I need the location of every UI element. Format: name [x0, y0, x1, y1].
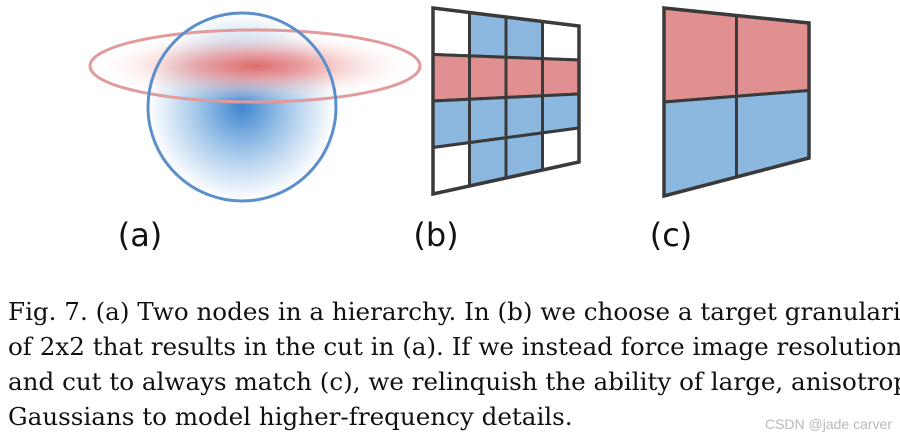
grid-cell-red — [662, 6, 738, 104]
grid-cell-red — [431, 53, 471, 103]
red-gaussian-fill — [90, 30, 420, 102]
grid-cell-blue — [468, 96, 508, 145]
caption-line-1: Fig. 7. (a) Two nodes in a hierarchy. In… — [8, 297, 900, 326]
panel-c-label: (c) — [650, 216, 693, 254]
grid-cell-red — [468, 54, 508, 101]
grid-cell-blue — [431, 97, 471, 149]
grid-cell-blue — [504, 94, 544, 140]
grid-cell-blue — [541, 92, 581, 135]
grid-outline — [662, 6, 811, 199]
grid-outline — [431, 6, 581, 197]
panel-c-grid-2x2 — [662, 6, 811, 199]
caption-line-2: of 2x2 that results in the cut in (a). I… — [8, 332, 900, 361]
figure-7: (a) (b) (c) — [88, 6, 811, 254]
grid-cell-red — [541, 57, 581, 98]
caption-line-4: Gaussians to model higher-frequency deta… — [8, 402, 573, 431]
grid-cell-blue — [735, 89, 811, 179]
grid-cell-blue — [468, 11, 508, 59]
blue-gaussian-outline — [146, 11, 338, 203]
panel-a-gaussians — [88, 11, 422, 203]
watermark: CSDN @jade carver — [764, 416, 892, 432]
red-gaussian-outline — [88, 28, 422, 104]
grid-cell-white — [541, 20, 581, 62]
grid-cell-red — [504, 55, 544, 99]
grid-cell-blue — [504, 15, 544, 61]
panel-a-label: (a) — [118, 216, 163, 254]
panel-b-grid-4x4 — [431, 6, 581, 197]
grid-cell-white — [431, 6, 471, 58]
caption-line-3: and cut to always match (c), we relinqui… — [8, 367, 900, 396]
panel-b-label: (b) — [413, 216, 458, 254]
grid-cell-red — [735, 14, 811, 98]
figure-caption: Fig. 7. (a) Two nodes in a hierarchy. In… — [8, 294, 900, 434]
